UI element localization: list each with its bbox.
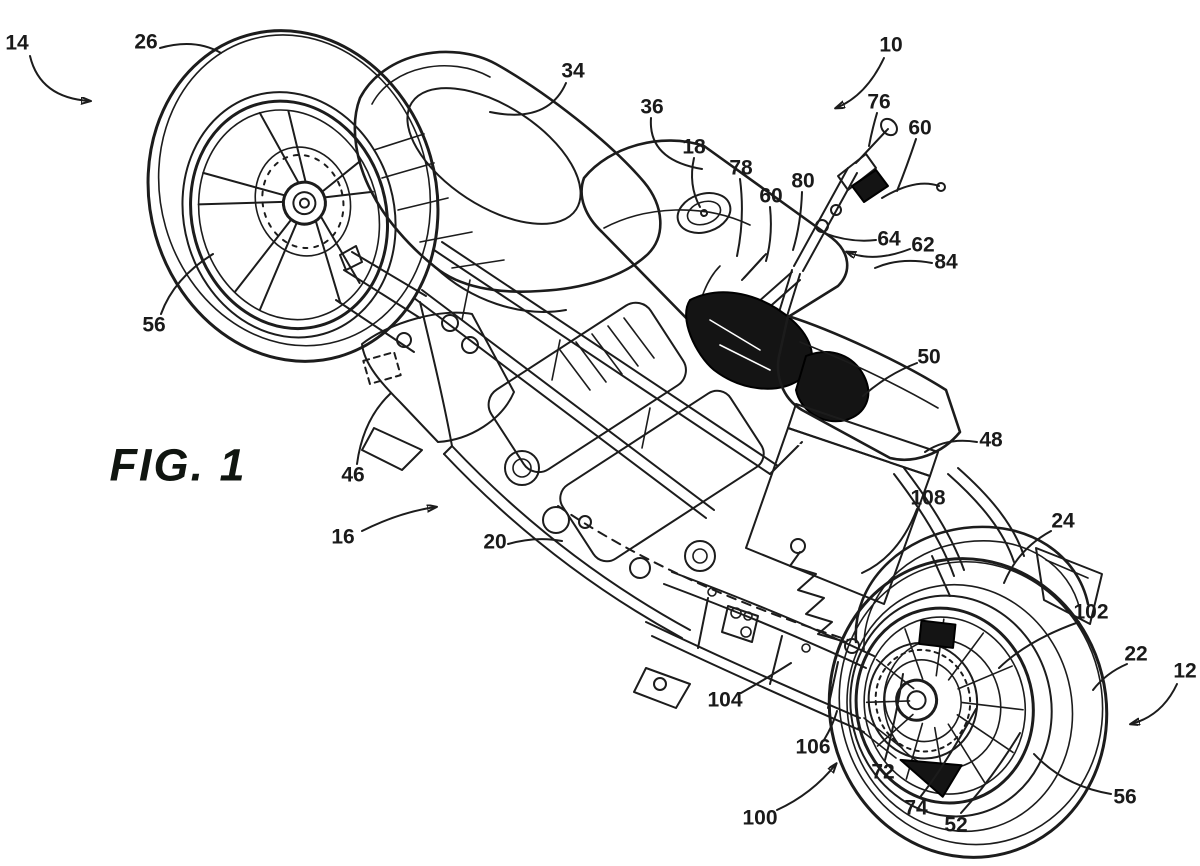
ref-label-36: 36 (640, 96, 663, 119)
leader-line-104 (740, 662, 792, 694)
ref-label-16: 16 (331, 526, 354, 549)
ref-label-78: 78 (729, 157, 753, 180)
leader-line-84 (874, 259, 933, 269)
leader-line-52 (960, 732, 1021, 814)
leader-line-34 (489, 82, 567, 116)
leader-line-106 (823, 710, 838, 741)
ref-label-50: 50 (917, 346, 940, 369)
ref-label-46: 46 (341, 464, 364, 487)
ref-label-18: 18 (682, 136, 706, 159)
ref-label-22: 22 (1124, 643, 1147, 666)
ref-label-62: 62 (911, 234, 934, 257)
ref-label-12: 12 (1173, 660, 1196, 683)
ref-label-52: 52 (944, 814, 967, 837)
ref-label-14: 14 (5, 32, 29, 55)
ref-label-34: 34 (561, 60, 585, 83)
ref-label-56: 56 (1113, 786, 1136, 809)
leader-line-16 (361, 507, 436, 532)
ref-label-64: 64 (877, 228, 901, 251)
leader-line-50 (862, 362, 918, 397)
ref-label-106: 106 (795, 736, 830, 759)
rear-shock (789, 538, 860, 654)
leader-line-18 (691, 157, 701, 208)
leader-line-22 (1092, 663, 1128, 691)
ref-label-74: 74 (904, 797, 928, 820)
ref-label-80: 80 (791, 170, 814, 193)
ref-label-20: 20 (483, 531, 506, 554)
ref-label-26: 26 (134, 31, 157, 54)
ref-label-84: 84 (934, 251, 958, 274)
leader-line-46 (356, 392, 392, 465)
rear-fender (854, 467, 1103, 651)
ref-label-60: 60 (908, 117, 931, 140)
leader-line-14 (29, 55, 90, 101)
front-suspension (335, 245, 427, 353)
engine-block (487, 291, 870, 653)
leader-line-20 (507, 538, 563, 545)
leader-line-76 (868, 112, 878, 147)
ref-label-108: 108 (910, 487, 945, 510)
leader-line-64 (823, 232, 877, 242)
leader-line-10 (836, 57, 885, 108)
leader-line-102 (998, 621, 1080, 669)
leader-line-56 (160, 253, 214, 315)
ref-label-72: 72 (871, 761, 894, 784)
rear-body-panel (776, 314, 962, 462)
leader-line-100 (776, 764, 836, 811)
radiator (745, 403, 939, 605)
ref-label-10: 10 (879, 34, 902, 57)
rear-wheel (827, 557, 1109, 859)
leader-line-62 (847, 248, 911, 257)
front-body-panel (353, 50, 662, 313)
leader-line-74 (920, 708, 977, 797)
frame-bracket (361, 311, 515, 471)
leader-line-56 (1033, 753, 1112, 795)
ref-label-76: 76 (867, 91, 890, 114)
ref-label-48: 48 (979, 429, 1003, 452)
ref-label-24: 24 (1051, 510, 1075, 533)
leader-line-72 (884, 673, 904, 761)
ref-label-102: 102 (1073, 601, 1108, 624)
ref-label-104: 104 (707, 689, 742, 712)
filler-cap (676, 192, 732, 234)
ref-label-56: 56 (142, 314, 165, 337)
figure-caption: FIG. 1 (109, 440, 246, 491)
leader-line-60 (896, 138, 917, 192)
leader-line-48 (924, 439, 978, 453)
frame-beams (413, 241, 803, 519)
leader-line-80 (792, 191, 803, 251)
ref-label-100: 100 (742, 807, 777, 830)
leader-line-60 (765, 206, 772, 262)
leader-line-26 (159, 43, 222, 54)
leader-line-12 (1131, 683, 1178, 724)
ref-label-60: 60 (759, 185, 782, 208)
leader-line-78 (736, 178, 743, 257)
front-wheel (146, 29, 440, 363)
leader-line-108 (861, 508, 918, 574)
lower-frame-rail (419, 301, 691, 639)
leader-line-24 (1003, 530, 1052, 584)
